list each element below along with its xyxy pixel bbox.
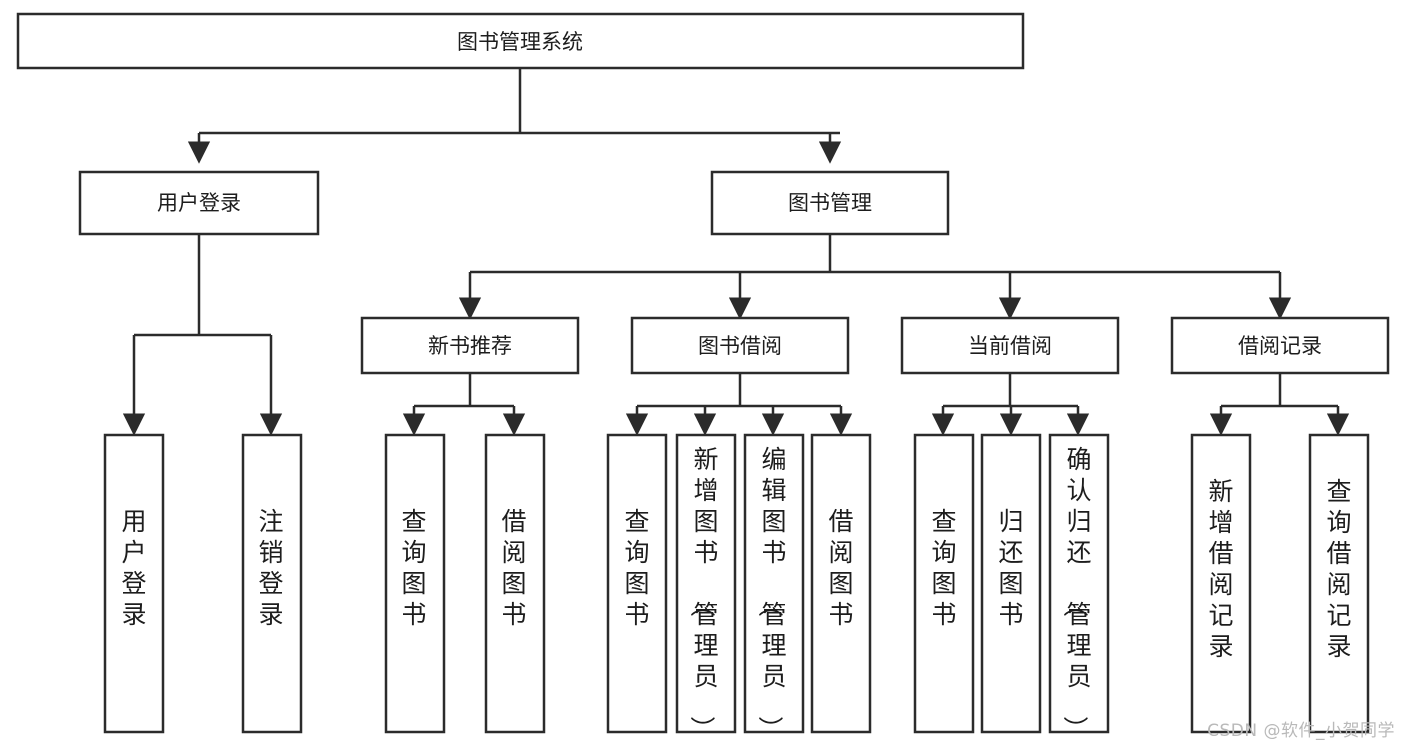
- connector-root-to-level2: [187, 68, 842, 164]
- node-new-book-recommend-label: 新书推荐: [428, 334, 512, 358]
- node-book-management[interactable]: 图书管理: [710, 170, 950, 236]
- connector-bookborrow-to-leaves: [625, 373, 853, 436]
- node-user-login[interactable]: 用户登录: [78, 170, 320, 236]
- node-leaf-user-login[interactable]: 用户登录: [103, 433, 165, 734]
- node-leaf-borrow-book-2-label: 借阅图书: [828, 507, 853, 629]
- node-leaf-borrow-book-1[interactable]: 借阅图书: [484, 433, 546, 734]
- node-user-login-label: 用户登录: [157, 191, 241, 215]
- node-leaf-query-book-2-label: 查询图书: [624, 507, 649, 629]
- node-borrow-record[interactable]: 借阅记录: [1170, 316, 1390, 375]
- node-leaf-add-book[interactable]: 新增图书（管理员）: [675, 433, 737, 741]
- csdn-watermark: CSDN @软件_小贺同学: [1207, 721, 1395, 741]
- node-new-book-recommend[interactable]: 新书推荐: [360, 316, 580, 375]
- node-current-borrow[interactable]: 当前借阅: [900, 316, 1120, 375]
- node-leaf-confirm-return[interactable]: 确认归还（管理员）: [1048, 433, 1110, 741]
- node-leaf-logout-login-label: 注销登录: [258, 507, 283, 629]
- node-current-borrow-label: 当前借阅: [968, 334, 1052, 358]
- node-leaf-return-book-label: 归还图书: [998, 507, 1023, 629]
- connector-borrowrecord-to-leaves: [1209, 373, 1350, 436]
- node-leaf-add-book-label: 新增图书（管理员）: [687, 445, 718, 741]
- node-leaf-query-book-3-label: 查询图书: [931, 507, 956, 629]
- node-leaf-query-book-1[interactable]: 查询图书: [384, 433, 446, 734]
- node-leaf-query-record[interactable]: 查询借阅记录: [1308, 433, 1370, 734]
- node-leaf-edit-book[interactable]: 编辑图书（管理员）: [743, 433, 805, 741]
- node-leaf-query-book-1-label: 查询图书: [401, 507, 426, 629]
- connector-userlogin-to-leaves: [122, 234, 283, 436]
- node-leaf-edit-book-label: 编辑图书（管理员）: [755, 445, 786, 741]
- node-leaf-query-record-label: 查询借阅记录: [1326, 477, 1351, 661]
- node-leaf-add-record-label: 新增借阅记录: [1208, 477, 1233, 661]
- node-leaf-user-login-label: 用户登录: [121, 507, 146, 629]
- node-book-borrow-label: 图书借阅: [698, 334, 782, 358]
- node-leaf-confirm-return-label: 确认归还（管理员）: [1060, 445, 1091, 741]
- node-root-label: 图书管理系统: [457, 30, 583, 54]
- node-root[interactable]: 图书管理系统: [16, 12, 1025, 70]
- node-leaf-query-book-3[interactable]: 查询图书: [913, 433, 975, 734]
- node-leaf-logout-login[interactable]: 注销登录: [241, 433, 303, 734]
- connector-currentborrow-to-leaves: [931, 373, 1090, 436]
- node-leaf-query-book-2[interactable]: 查询图书: [606, 433, 668, 734]
- connector-newbook-to-leaves: [402, 373, 526, 436]
- connector-bookmgmt-to-level3: [458, 234, 1292, 320]
- node-book-management-label: 图书管理: [788, 191, 872, 215]
- node-book-borrow[interactable]: 图书借阅: [630, 316, 850, 375]
- node-leaf-return-book[interactable]: 归还图书: [980, 433, 1042, 734]
- node-leaf-borrow-book-2[interactable]: 借阅图书: [810, 433, 872, 734]
- node-leaf-borrow-book-1-label: 借阅图书: [501, 507, 526, 629]
- node-borrow-record-label: 借阅记录: [1238, 334, 1322, 358]
- node-leaf-add-record[interactable]: 新增借阅记录: [1190, 433, 1252, 734]
